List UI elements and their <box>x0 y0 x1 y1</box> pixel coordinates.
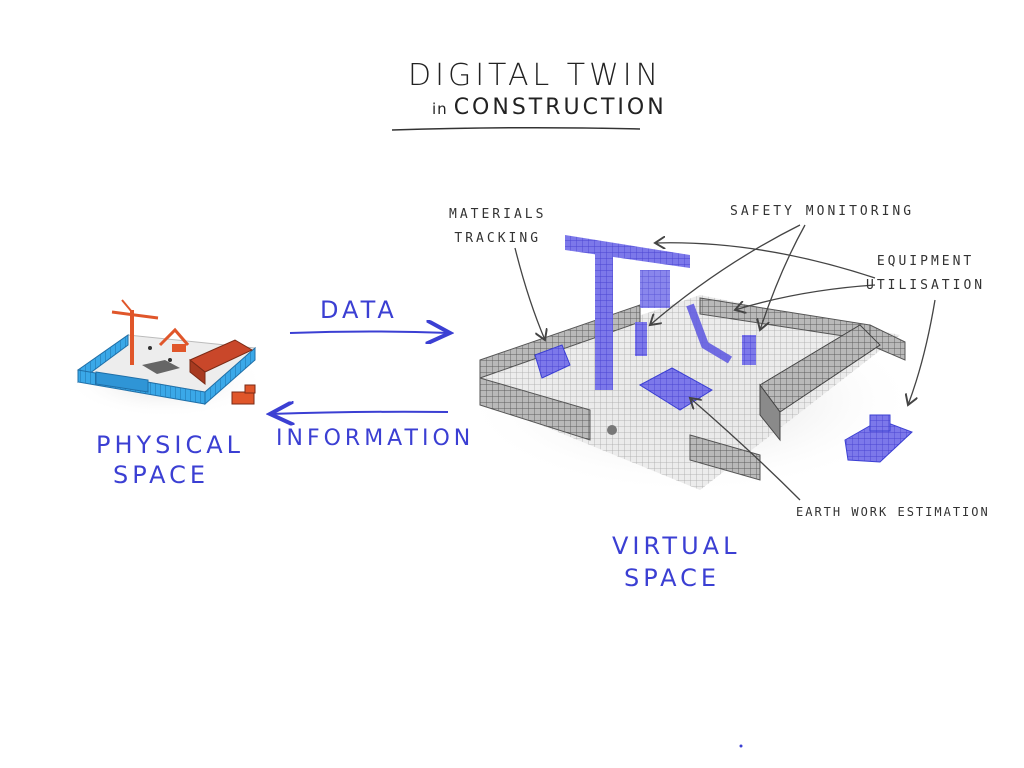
title-underline <box>391 126 641 131</box>
equipment-utilisation-line-2: UTILISATION <box>866 278 986 293</box>
materials-tracking-line-1: MATERIALS <box>449 207 547 222</box>
equipment-utilisation-line-1: EQUIPMENT <box>876 254 975 269</box>
safety-monitoring-leader-2 <box>760 224 806 330</box>
physical-space-line-1: PHYSICAL <box>96 431 245 459</box>
safety-monitoring-leader-1 <box>650 224 801 325</box>
safety-monitoring-label: SAFETY MONITORING <box>730 204 915 219</box>
materials-tracking-leader <box>514 247 545 340</box>
information-arrow-label: INFORMATION <box>276 426 475 451</box>
earthwork-leader <box>690 398 801 501</box>
virtual-site-illustration <box>460 235 920 495</box>
equipment-leader-3 <box>908 299 936 405</box>
materials-tracking-label: MATERIALS TRACKING <box>449 203 546 251</box>
materials-tracking-line-2: TRACKING <box>454 231 542 246</box>
equipment-leader-2 <box>735 284 876 310</box>
title-line-2: in CONSTRUCTION <box>432 95 667 120</box>
physical-site-illustration <box>65 299 265 418</box>
virtual-space-line-2: SPACE <box>623 564 721 592</box>
virtual-space-line-1: VIRTUAL <box>612 532 741 560</box>
stray-dot <box>739 744 743 748</box>
virtual-space-label: VIRTUAL SPACE <box>612 530 741 594</box>
equipment-leader-1 <box>655 243 876 279</box>
data-arrow <box>289 332 450 334</box>
data-arrow-label: DATA <box>320 296 398 324</box>
information-arrow <box>270 412 449 414</box>
title-line-2-prefix: in <box>432 100 448 118</box>
equipment-utilisation-label: EQUIPMENT UTILISATION <box>866 250 985 298</box>
physical-space-line-2: SPACE <box>112 461 210 489</box>
earthwork-estimation-label: EARTH WORK ESTIMATION <box>796 505 990 519</box>
title-line-2-main: CONSTRUCTION <box>453 95 667 120</box>
title-line-1: DIGITAL TWIN <box>408 58 663 93</box>
physical-space-label: PHYSICAL SPACE <box>96 430 245 490</box>
